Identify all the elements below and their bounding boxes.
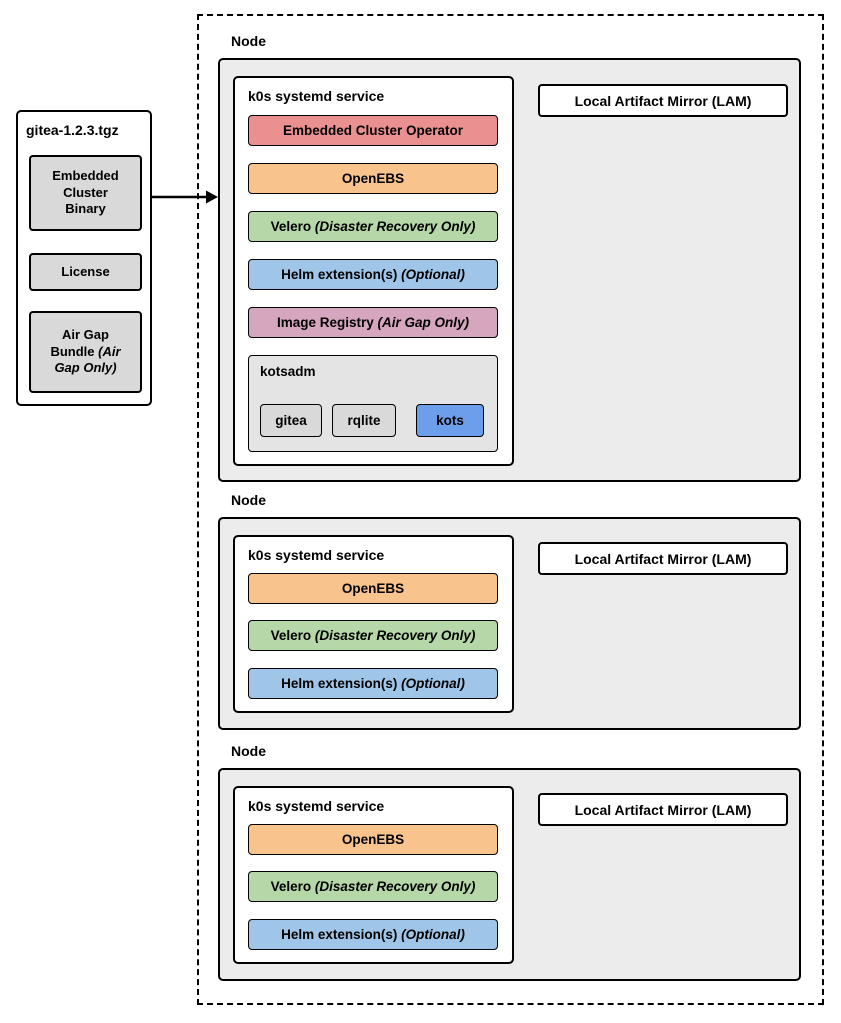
kotsadm-box: kotsadm gitea rqlite kots xyxy=(248,355,498,452)
component-text-italic: (Optional) xyxy=(401,267,465,282)
package-item-text-italic: (Air Gap Only) xyxy=(54,343,121,376)
lam-label: Local Artifact Mirror (LAM) xyxy=(574,550,752,567)
component-label: Embedded Cluster Operator xyxy=(283,123,463,138)
package-title: gitea-1.2.3.tgz xyxy=(26,122,119,138)
lam-label: Local Artifact Mirror (LAM) xyxy=(574,801,752,818)
component-label: Helm extension(s) (Optional) xyxy=(281,676,465,691)
lam-label: Local Artifact Mirror (LAM) xyxy=(574,92,752,109)
component-text: Image Registry xyxy=(276,315,378,330)
component-openebs: OpenEBS xyxy=(248,573,498,604)
package-item-embedded-cluster-binary: Embedded Cluster Binary xyxy=(29,155,142,231)
arrow xyxy=(151,190,218,204)
k0s-service-title: k0s systemd service xyxy=(248,547,385,563)
component-text-italic: (Optional) xyxy=(401,676,465,691)
package-box: gitea-1.2.3.tgz Embedded Cluster Binary … xyxy=(16,110,152,406)
component-image-registry: Image Registry (Air Gap Only) xyxy=(248,307,498,338)
package-item-label: License xyxy=(49,264,121,281)
component-text-italic: (Disaster Recovery Only) xyxy=(314,628,476,643)
component-text-italic: (Disaster Recovery Only) xyxy=(314,219,476,234)
kotsadm-rqlite: rqlite xyxy=(332,404,396,437)
node-3-lam: Local Artifact Mirror (LAM) xyxy=(538,793,788,826)
node-2-k0s-service: k0s systemd service OpenEBS Velero (Disa… xyxy=(233,535,514,713)
node-2: k0s systemd service OpenEBS Velero (Disa… xyxy=(218,517,801,730)
package-item-label: Embedded Cluster Binary xyxy=(31,168,140,219)
component-label: Velero (Disaster Recovery Only) xyxy=(271,628,476,643)
node-2-label: Node xyxy=(231,492,266,508)
component-helm-extensions: Helm extension(s) (Optional) xyxy=(248,919,498,950)
component-text: OpenEBS xyxy=(341,581,405,596)
component-label: OpenEBS xyxy=(342,171,404,186)
component-velero: Velero (Disaster Recovery Only) xyxy=(248,871,498,902)
component-text: OpenEBS xyxy=(341,832,405,847)
component-text: OpenEBS xyxy=(341,171,405,186)
kotsadm-kots-label: kots xyxy=(436,413,464,428)
node-3: k0s systemd service OpenEBS Velero (Disa… xyxy=(218,768,801,981)
package-item-license: License xyxy=(29,253,142,291)
node-1-label: Node xyxy=(231,33,266,49)
k0s-service-title: k0s systemd service xyxy=(248,798,385,814)
component-velero: Velero (Disaster Recovery Only) xyxy=(248,211,498,242)
node-1: k0s systemd service Embedded Cluster Ope… xyxy=(218,58,801,482)
component-text: Velero xyxy=(270,879,315,894)
package-item-text: Embedded Cluster Binary xyxy=(52,167,119,217)
component-text: Helm extension(s) xyxy=(281,676,402,691)
component-label: Helm extension(s) (Optional) xyxy=(281,927,465,942)
component-label: OpenEBS xyxy=(342,581,404,596)
component-embedded-cluster-operator: Embedded Cluster Operator xyxy=(248,115,498,146)
component-text: Helm extension(s) xyxy=(281,927,402,942)
component-label: Velero (Disaster Recovery Only) xyxy=(271,219,476,234)
node-2-lam: Local Artifact Mirror (LAM) xyxy=(538,542,788,575)
component-label: Helm extension(s) (Optional) xyxy=(281,267,465,282)
component-text: Embedded Cluster Operator xyxy=(282,123,464,138)
component-label: Image Registry (Air Gap Only) xyxy=(277,315,469,330)
package-item-airgap-bundle: Air Gap Bundle (Air Gap Only) xyxy=(29,311,142,393)
component-label: OpenEBS xyxy=(342,832,404,847)
node-3-label: Node xyxy=(231,743,266,759)
node-3-k0s-service: k0s systemd service OpenEBS Velero (Disa… xyxy=(233,786,514,964)
cluster-boundary xyxy=(197,14,824,1005)
component-text: Helm extension(s) xyxy=(281,267,402,282)
kotsadm-title: kotsadm xyxy=(260,364,316,379)
node-1-k0s-service: k0s systemd service Embedded Cluster Ope… xyxy=(233,76,514,466)
kotsadm-rqlite-label: rqlite xyxy=(347,413,381,428)
package-item-text: License xyxy=(61,263,110,279)
component-text: Velero xyxy=(270,628,315,643)
component-openebs: OpenEBS xyxy=(248,163,498,194)
component-helm-extensions: Helm extension(s) (Optional) xyxy=(248,259,498,290)
component-text-italic: (Air Gap Only) xyxy=(377,315,470,330)
k0s-service-title: k0s systemd service xyxy=(248,88,385,104)
component-velero: Velero (Disaster Recovery Only) xyxy=(248,620,498,651)
package-item-text: Air Gap Bundle xyxy=(50,326,109,359)
package-item-label: Air Gap Bundle (Air Gap Only) xyxy=(31,327,140,378)
component-text-italic: (Optional) xyxy=(401,927,465,942)
component-openebs: OpenEBS xyxy=(248,824,498,855)
kotsadm-kots: kots xyxy=(416,404,484,437)
component-label: Velero (Disaster Recovery Only) xyxy=(271,879,476,894)
component-text-italic: (Disaster Recovery Only) xyxy=(314,879,476,894)
kotsadm-gitea-label: gitea xyxy=(275,413,307,428)
component-text: Velero xyxy=(270,219,315,234)
kotsadm-gitea: gitea xyxy=(260,404,322,437)
node-1-lam: Local Artifact Mirror (LAM) xyxy=(538,84,788,117)
component-helm-extensions: Helm extension(s) (Optional) xyxy=(248,668,498,699)
